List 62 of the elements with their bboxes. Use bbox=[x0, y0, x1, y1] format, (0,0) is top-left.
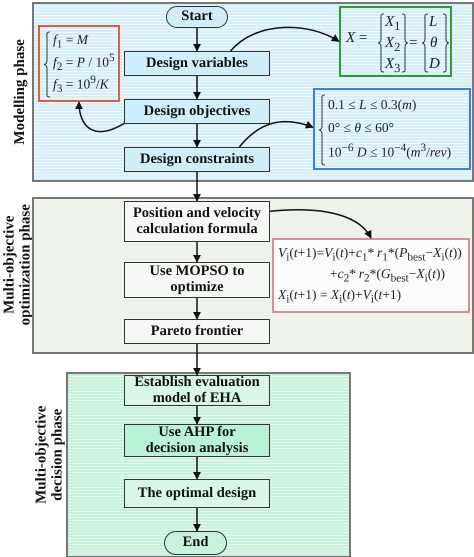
process-box bbox=[124, 147, 270, 172]
start-terminal bbox=[166, 6, 228, 28]
equation-line: f$_{2}$ = P / 10$^{5}$ bbox=[53, 52, 116, 73]
arrow bbox=[193, 406, 201, 425]
step-label: Design constraints bbox=[140, 152, 254, 168]
arrow bbox=[193, 76, 201, 100]
process-box bbox=[124, 99, 270, 124]
process-phase-panel bbox=[32, 2, 474, 182]
equation-line: V$_{i}$(t+1)=V$_{i}$(t)+c$_{1}$* r$_{1}$*(P$_{best}$−X$_{i}$(t)) bbox=[278, 245, 463, 264]
equation-line: +c$_{2}$* r$_{2}$*(G$_{best}$−X$_{i}$(t)) bbox=[329, 266, 446, 285]
step-label: Use MOPSO to optimize bbox=[148, 264, 246, 296]
arrow bbox=[193, 242, 201, 263]
arrow bbox=[193, 28, 201, 52]
equation-line: f$_{3}$ = 10$^{9}$/K bbox=[53, 74, 110, 96]
equation-term: X$_{2}$ bbox=[385, 35, 400, 55]
step-label: The optimal design bbox=[138, 486, 256, 502]
phase-label: Multi-objective optimization phase bbox=[2, 203, 34, 328]
arrow bbox=[230, 26, 340, 52]
phase-label: Multi-objective decision phase bbox=[34, 404, 66, 506]
arrow bbox=[238, 120, 314, 148]
process-box bbox=[124, 51, 270, 76]
equation-line: f$_{1}$ = M bbox=[53, 32, 90, 50]
equation-term: D bbox=[429, 56, 440, 73]
step-label: Pareto frontier bbox=[150, 324, 244, 340]
update-formula-box bbox=[272, 238, 470, 313]
process-box bbox=[124, 201, 270, 242]
equation-term: = bbox=[409, 35, 418, 52]
equation-line: X$_{i}$(t+1) = X$_{i}$(t)+V$_{i}$(t+1) bbox=[278, 287, 402, 306]
arrow bbox=[193, 124, 201, 148]
process-box bbox=[124, 479, 270, 508]
arrow bbox=[75, 101, 124, 132]
arrow bbox=[270, 209, 372, 239]
arrow bbox=[193, 344, 201, 376]
arrow bbox=[193, 298, 201, 320]
arrow bbox=[193, 508, 201, 532]
step-label: Position and velocity calculation formula bbox=[132, 206, 262, 238]
process-phase-panel bbox=[66, 372, 351, 557]
phase-label: Modelling phase bbox=[12, 39, 28, 145]
process-phase-panel bbox=[32, 197, 474, 354]
equation-line: 0.1 ≤ L ≤ 0.3(m) bbox=[328, 97, 418, 114]
equation-term: θ bbox=[430, 35, 438, 52]
step-label: Use AHP for decision analysis bbox=[144, 424, 250, 456]
equation-term: L bbox=[429, 14, 438, 31]
arrow bbox=[193, 457, 201, 480]
equation-line: 0° ≤ θ ≤ 60° bbox=[328, 120, 396, 136]
arrow bbox=[193, 172, 201, 202]
process-box bbox=[124, 262, 270, 298]
step-label: Design variables bbox=[146, 56, 248, 72]
process-box bbox=[124, 319, 270, 344]
step-label: Establish evaluation model of EHA bbox=[133, 374, 261, 406]
end-terminal bbox=[164, 531, 227, 555]
step-label: Design objectives bbox=[144, 104, 250, 120]
constraint-equation-box bbox=[313, 88, 471, 170]
equation-term: X$_{3}$ bbox=[385, 56, 400, 76]
equation-term: X$_{1}$ bbox=[385, 14, 400, 34]
objective-equation-box bbox=[38, 25, 120, 102]
process-box bbox=[124, 424, 270, 457]
equation-term: X = bbox=[346, 30, 368, 47]
terminal-label: End bbox=[182, 535, 208, 551]
variable-vector-box bbox=[339, 6, 452, 77]
terminal-label: Start bbox=[181, 9, 213, 25]
equation-line: 10$^{−6}$ D ≤ 10$^{−4}$(m$^{3}$/rev) bbox=[328, 142, 452, 161]
